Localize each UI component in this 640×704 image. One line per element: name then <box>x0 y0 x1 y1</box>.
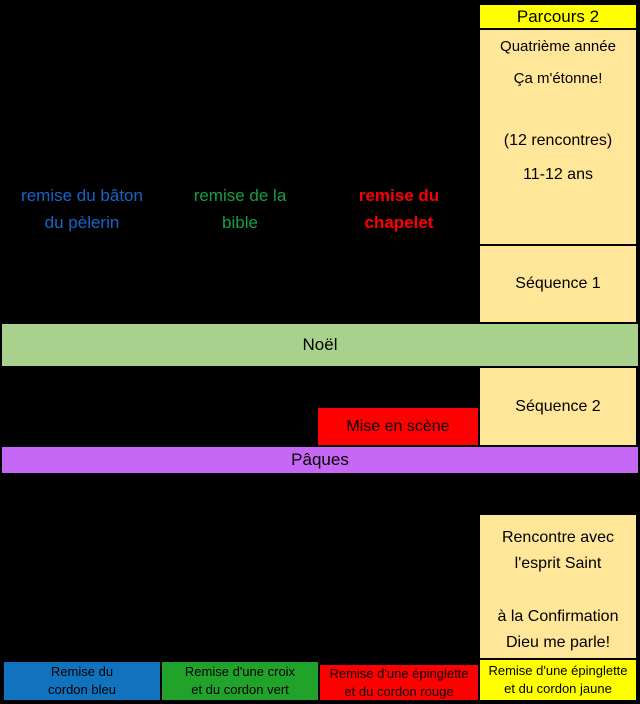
mise-en-scene-box: Mise en scène <box>316 406 480 447</box>
milestone-baton-pelerin: remise du bâton du pèlerin <box>2 182 162 238</box>
cordon-jaune-line-2: et du cordon jaune <box>504 681 612 696</box>
noel-label: Noël <box>302 335 338 354</box>
parcours-header-label: Parcours 2 <box>516 6 600 26</box>
confirmation-line-3: à la Confirmation <box>497 608 619 625</box>
milestone-bible: remise de la bible <box>160 182 320 238</box>
milestone-baton-line-1: remise du bâton <box>21 186 143 205</box>
paques-label: Pâques <box>291 450 349 469</box>
bottom-box-cordon-bleu: Remise du cordon bleu <box>2 660 162 702</box>
cordon-bleu-line-1: Remise du <box>50 664 114 679</box>
confirmation-line-1: Rencontre avec <box>501 529 615 546</box>
confirmation-line-2: l'esprit Saint <box>514 555 602 572</box>
sequence-1-label: Séquence 1 <box>515 275 601 292</box>
info-meetings-line: (12 rencontres) <box>503 131 613 149</box>
milestone-chapelet-line-2: chapelet <box>364 213 434 232</box>
confirmation-line-4: Dieu me parle! <box>505 634 611 651</box>
sequence-1-panel: Séquence 1 <box>478 244 638 324</box>
bottom-box-cordon-vert: Remise d'une croix et du cordon vert <box>160 660 320 702</box>
info-age-line: 11-12 ans <box>523 165 593 183</box>
info-theme-line: Ça m'étonne! <box>513 69 603 87</box>
paques-band: Pâques <box>0 445 640 475</box>
cordon-rouge-line-1: Remise d'une épinglette <box>329 665 469 681</box>
milestone-baton-line-2: du pèlerin <box>44 213 120 232</box>
year-info-panel: Quatrième année Ça m'étonne! (12 rencont… <box>478 28 638 246</box>
bottom-box-cordon-jaune: Remise d'une épinglette et du cordon jau… <box>478 658 638 702</box>
sequence-2-label: Séquence 2 <box>515 397 601 415</box>
cordon-rouge-line-2: et du cordon rouge <box>344 683 454 699</box>
sequence-2-panel: Séquence 2 <box>478 366 638 447</box>
noel-band: Noël <box>0 322 640 368</box>
confirmation-panel: Rencontre avec l'esprit Saint à la Confi… <box>478 513 638 660</box>
info-year-line: Quatrième année <box>500 38 616 55</box>
mise-en-scene-label: Mise en scène <box>346 417 450 435</box>
cordon-jaune-line-1: Remise d'une épinglette <box>488 663 628 678</box>
parcours-header: Parcours 2 <box>478 3 638 30</box>
milestone-bible-line-2: bible <box>222 213 258 232</box>
cordon-vert-line-1: Remise d'une croix <box>184 664 296 679</box>
cordon-bleu-line-2: cordon bleu <box>48 682 116 697</box>
milestone-chapelet: remise du chapelet <box>318 182 480 238</box>
milestone-bible-line-1: remise de la <box>193 186 287 205</box>
bottom-box-cordon-rouge: Remise d'une épinglette et du cordon rou… <box>318 663 480 702</box>
cordon-vert-line-2: et du cordon vert <box>191 682 289 697</box>
milestone-chapelet-line-1: remise du <box>358 186 440 205</box>
